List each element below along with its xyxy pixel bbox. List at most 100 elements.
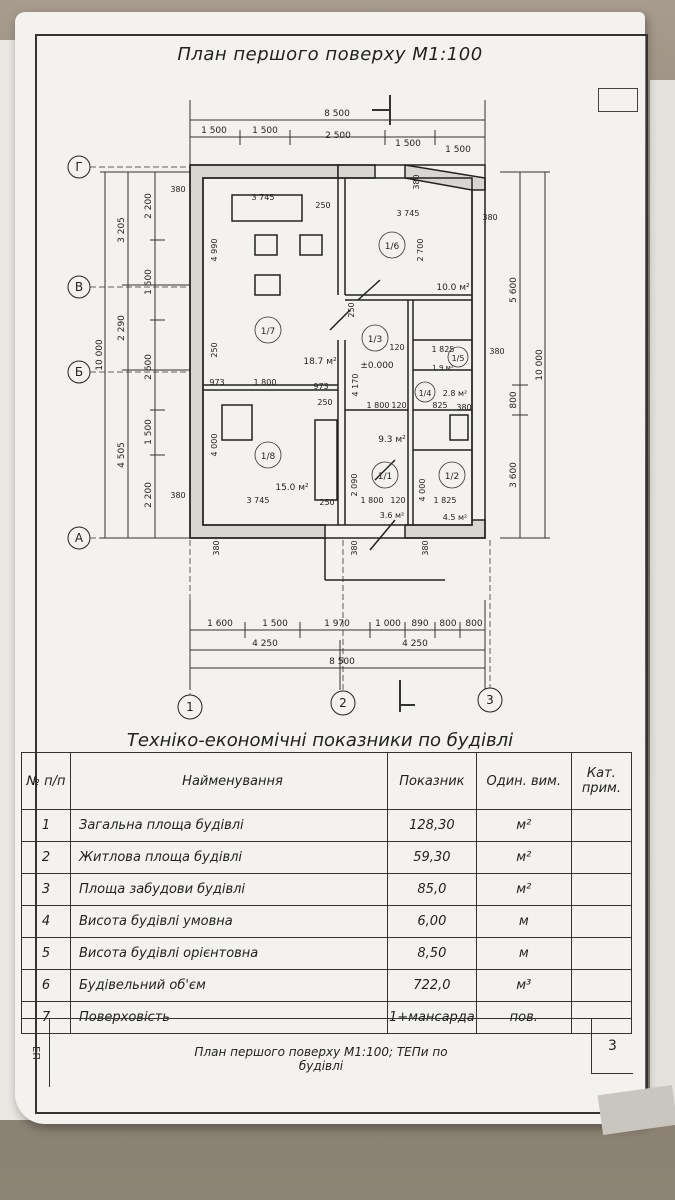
tep-title: Техніко-економічні показники по будівлі	[126, 730, 514, 751]
row-num: 1	[21, 809, 71, 842]
dim-bottom-seg-2: 1 500	[262, 619, 288, 629]
dim-left-mid-3: 4 505	[117, 442, 127, 468]
w250-label-2: 250	[319, 498, 334, 507]
d973-label-1: 973	[209, 378, 224, 387]
table	[254, 234, 278, 256]
dim-bottom-seg-1: 1 600	[207, 619, 233, 629]
wall-label-2: 380	[482, 213, 497, 222]
wall-label-5: 380	[456, 403, 471, 412]
row-unit: м²	[475, 809, 572, 842]
vestibule-area: 3.6 м²	[380, 511, 405, 520]
d3745-label-3: 3 745	[247, 496, 270, 505]
header-note: Кат. прим.	[570, 752, 633, 810]
d4170-label: 4 170	[351, 374, 360, 397]
d4990-label: 4 990	[210, 239, 219, 262]
axis-label-2: 2	[339, 696, 347, 710]
row-note	[570, 969, 633, 1002]
d120-label-2: 120	[391, 401, 406, 410]
room-1-1-area: 9.3 м²	[378, 435, 406, 445]
table-row: 6 Будівельний об'єм 722,0 м³	[21, 969, 633, 1002]
dim-right-inner-2: 800	[509, 391, 519, 408]
row-value: 59,30	[387, 841, 477, 874]
dim-left-inner-5: 2 200	[144, 482, 154, 508]
row-name: Висота будівлі орієнтовна	[70, 937, 388, 970]
dim-left-mid-2: 2 290	[117, 315, 127, 341]
d825-label: 825	[432, 401, 447, 410]
room-1-1: 1/1	[378, 472, 392, 482]
row-unit: м³	[475, 969, 572, 1002]
row-note	[570, 905, 633, 938]
d120-label-3: 120	[390, 496, 405, 505]
dim-bottom-half-2: 4 250	[402, 639, 428, 649]
dim-top-seg-3: 2 500	[325, 131, 351, 141]
room-1-3-level: ±0.000	[360, 361, 394, 371]
dining-table	[221, 404, 253, 441]
dim-left-inner-2: 1 500	[144, 269, 154, 295]
dim-top-total: 8 500	[324, 109, 350, 119]
room-1-4-area: 2.8 м²	[443, 389, 468, 398]
table-row: 7 Поверховість 1+мансарда пов.	[21, 1001, 633, 1034]
dim-left-mid-1: 3 205	[117, 217, 127, 243]
wall-label-7: 380	[212, 540, 221, 555]
dim-bottom-half-1: 4 250	[252, 639, 278, 649]
page-number: 3	[591, 1019, 633, 1074]
room-1-7-area: 18.7 м²	[303, 357, 337, 367]
table-row: 4 Висота будівлі умовна 6,00 м	[21, 905, 633, 938]
row-value: 128,30	[387, 809, 477, 842]
d120-label-1: 120	[389, 343, 404, 352]
row-name: Висота будівлі умовна	[70, 905, 388, 938]
row-unit: пов.	[475, 1001, 572, 1034]
room-1-2: 1/2	[445, 472, 459, 482]
table-row: 2 Житлова площа будівлі 59,30 м²	[21, 841, 633, 874]
row-note	[570, 809, 633, 842]
w250-label-5: 250	[347, 302, 356, 317]
d2700-label: 2 700	[416, 239, 425, 262]
row-value: 722,0	[387, 969, 477, 1002]
row-unit: м²	[475, 873, 572, 906]
row-value: 6,00	[387, 905, 477, 938]
dim-left-inner-1: 2 200	[144, 193, 154, 219]
title-block: ЕП План першого поверху М1:100; ТЕПи по …	[21, 1018, 633, 1087]
d1800-label-3: 1 800	[361, 496, 384, 505]
title-block-code: ЕП	[21, 1019, 50, 1087]
header-unit: Один. вим.	[475, 752, 572, 810]
d1825-label-1: 1 825	[432, 345, 455, 354]
dim-bottom-seg-4: 1 000	[375, 619, 401, 629]
row-name: Поверховість	[70, 1001, 388, 1034]
room-1-6: 1/6	[385, 242, 400, 252]
room-1-8: 1/8	[261, 452, 276, 462]
header-num: № п/п	[21, 752, 71, 810]
axis-label-1: 1	[186, 700, 194, 714]
row-name: Житлова площа будівлі	[70, 841, 388, 874]
row-name: Площа забудови будівлі	[70, 873, 388, 906]
row-name: Загальна площа будівлі	[70, 809, 388, 842]
d3745-label-1: 3 745	[252, 193, 275, 202]
w250-label-3: 250	[317, 398, 332, 407]
row-note	[570, 1001, 633, 1034]
d973-label-2: 973	[313, 382, 328, 391]
row-num: 4	[21, 905, 71, 938]
dim-top-seg-2: 1 500	[252, 126, 278, 136]
axis-label-3: 3	[486, 693, 494, 707]
underlying-page-right	[650, 80, 675, 1120]
d1825-label-2: 1 825	[434, 496, 457, 505]
dim-bottom-seg-3: 1 970	[324, 619, 350, 629]
table-row: 5 Висота будівлі орієнтовна 8,50 м	[21, 937, 633, 970]
table-row: 3 Площа забудови будівлі 85,0 м²	[21, 873, 633, 906]
d3745-label-2: 3 745	[397, 209, 420, 218]
room-1-6-area: 10.0 м²	[436, 283, 470, 293]
dim-top-seg-5: 1 500	[445, 145, 471, 155]
tep-header-row: № п/п Найменування Показник Один. вим. К…	[21, 752, 633, 810]
d1800-label-1: 1 800	[254, 378, 277, 387]
row-note	[570, 937, 633, 970]
title-block-line-1: План першого поверху М1:100; ТЕПи по	[194, 1045, 448, 1059]
row-unit: м²	[475, 841, 572, 874]
dim-top-seg-1: 1 500	[201, 126, 227, 136]
row-num: 6	[21, 969, 71, 1002]
d4000-label-1: 4 000	[210, 434, 219, 457]
room-1-4: 1/4	[419, 389, 432, 398]
title-block-title: План першого поверху М1:100; ТЕПи по буд…	[171, 1045, 471, 1073]
wall-label-3: 380	[170, 491, 185, 500]
row-note	[570, 873, 633, 906]
toilet	[449, 414, 469, 441]
